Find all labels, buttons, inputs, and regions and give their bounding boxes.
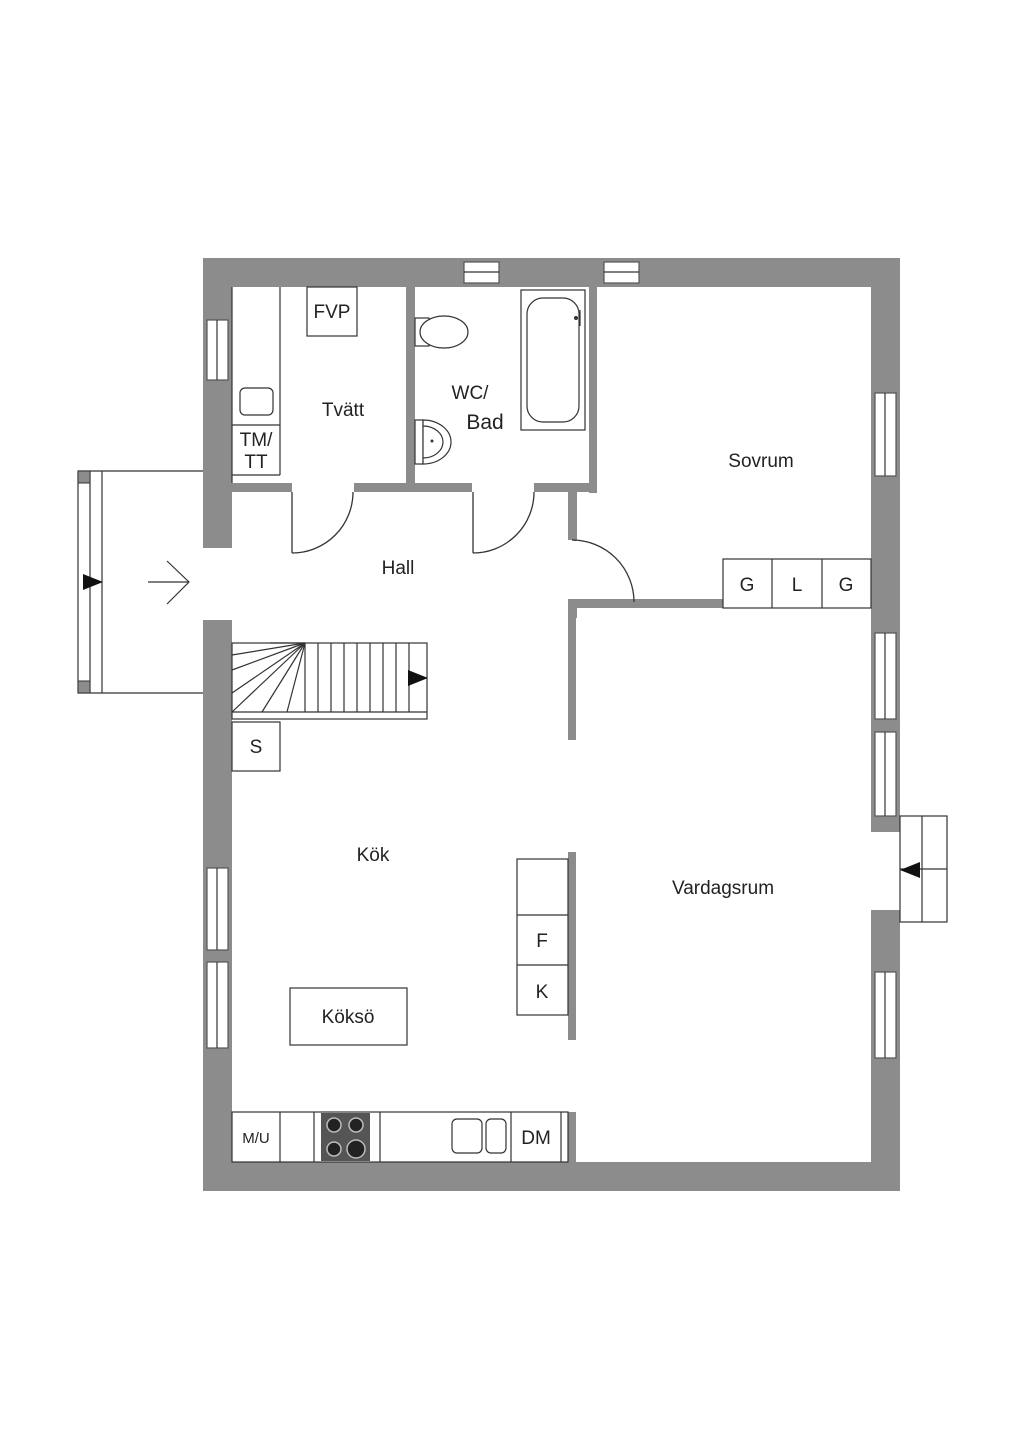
room-label-tvatt: Tvätt — [322, 400, 365, 421]
bathtub-icon — [520, 289, 586, 431]
window-left-3 — [206, 961, 229, 1049]
window-right-4 — [874, 971, 897, 1059]
window-right-2 — [874, 632, 897, 720]
room-label-kok: Kök — [357, 845, 390, 866]
stove-icon — [321, 1113, 370, 1161]
label-island: Köksö — [322, 1007, 375, 1028]
window-left-2 — [206, 867, 229, 951]
label-fvp: FVP — [314, 302, 351, 323]
wardrobes — [722, 558, 872, 609]
side-entrance — [899, 815, 948, 923]
door-sovrum — [571, 539, 635, 603]
kitchen-sink-icon — [451, 1118, 507, 1154]
windows — [206, 261, 897, 1059]
window-left-1 — [206, 319, 229, 381]
room-label-hall: Hall — [382, 558, 415, 579]
label-dishwasher: DM — [521, 1128, 551, 1149]
window-top-2 — [603, 261, 640, 284]
room-label-wc-line1: WC/ — [452, 383, 490, 404]
entrance-porch — [77, 470, 203, 694]
doors — [291, 491, 635, 603]
label-storage: S — [250, 737, 263, 758]
fridge-freezer-unit — [516, 858, 569, 1016]
kitchen-island — [289, 987, 408, 1046]
laundry-fixtures — [231, 286, 358, 483]
door-wc — [472, 491, 535, 554]
label-freezer: K — [536, 982, 549, 1003]
label-fridge: F — [536, 931, 548, 952]
label-wardrobe-2: L — [792, 575, 803, 596]
window-top-1 — [463, 261, 500, 284]
label-tm: TM/ — [240, 430, 273, 451]
window-right-1 — [874, 392, 897, 477]
stairs — [231, 642, 428, 720]
stair-direction-arrow-icon — [408, 670, 428, 686]
toilet-icon — [414, 315, 469, 349]
label-wardrobe-1: G — [740, 575, 755, 596]
kitchen-counter — [231, 1111, 569, 1163]
room-label-vardagsrum: Vardagsrum — [672, 878, 774, 899]
storage-cabinet — [231, 721, 281, 772]
washbasin-icon — [414, 419, 452, 465]
door-tvatt — [291, 491, 354, 554]
interior-walls — [232, 287, 871, 1162]
label-wardrobe-3: G — [839, 575, 854, 596]
entrance-arrow-icon — [148, 560, 190, 605]
label-microwave: M/U — [242, 1130, 270, 1147]
sink-icon — [239, 387, 274, 416]
fixture-labels: FVP TM/ TT G L G S F K Köksö M/U DM — [240, 302, 854, 1149]
window-right-3 — [874, 731, 897, 817]
room-label-sovrum: Sovrum — [728, 451, 793, 472]
label-tt: TT — [244, 452, 268, 473]
room-labels: Tvätt WC/ Bad Sovrum Hall Kök Vardagsrum — [322, 383, 794, 899]
bathroom-fixtures — [414, 289, 586, 465]
room-label-wc-line2: Bad — [466, 411, 503, 434]
